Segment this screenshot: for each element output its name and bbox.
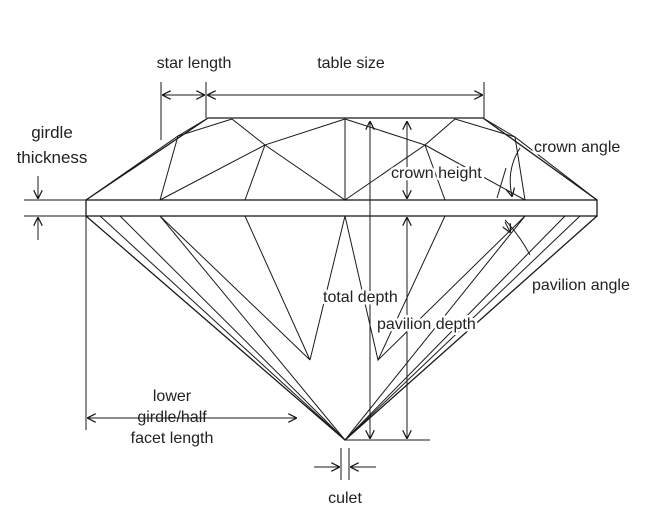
lower-girdle-label-line3: facet length: [131, 430, 214, 447]
total-depth-label: total depth: [323, 289, 398, 306]
girdle-thickness-label-line2: thickness: [17, 148, 88, 167]
girdle: [85, 199, 598, 217]
lower-girdle-dimension: [85, 216, 296, 430]
girdle-thickness-label-line1: girdle: [31, 123, 73, 142]
crown-facets: [85, 117, 598, 201]
crown-outline: [85, 117, 598, 201]
lower-girdle-label-line1: lower: [153, 388, 192, 405]
lower-girdle-label-line2: girdle/half: [137, 409, 207, 426]
table-size-dimension: [208, 82, 485, 118]
pavilion-outline: [85, 215, 598, 441]
culet-label: culet: [328, 490, 362, 507]
pavilion-depth-label: pavilion depth: [377, 316, 476, 333]
pavilion-angle-arc: [505, 219, 531, 256]
total-depth-dimension: [345, 122, 430, 441]
crown-angle-arc: [496, 147, 521, 199]
star-length-dimension: [160, 82, 207, 140]
table-size-label: table size: [317, 55, 385, 72]
crown-angle-label: crown angle: [534, 139, 620, 156]
pavilion-angle-label: pavilion angle: [532, 277, 630, 294]
pavilion-facets: [99, 215, 581, 441]
culet-dimension: [314, 448, 376, 480]
crown-height-label: crown height: [391, 165, 482, 182]
girdle-thickness-dimension: [24, 176, 86, 240]
star-length-label: star length: [157, 55, 232, 72]
